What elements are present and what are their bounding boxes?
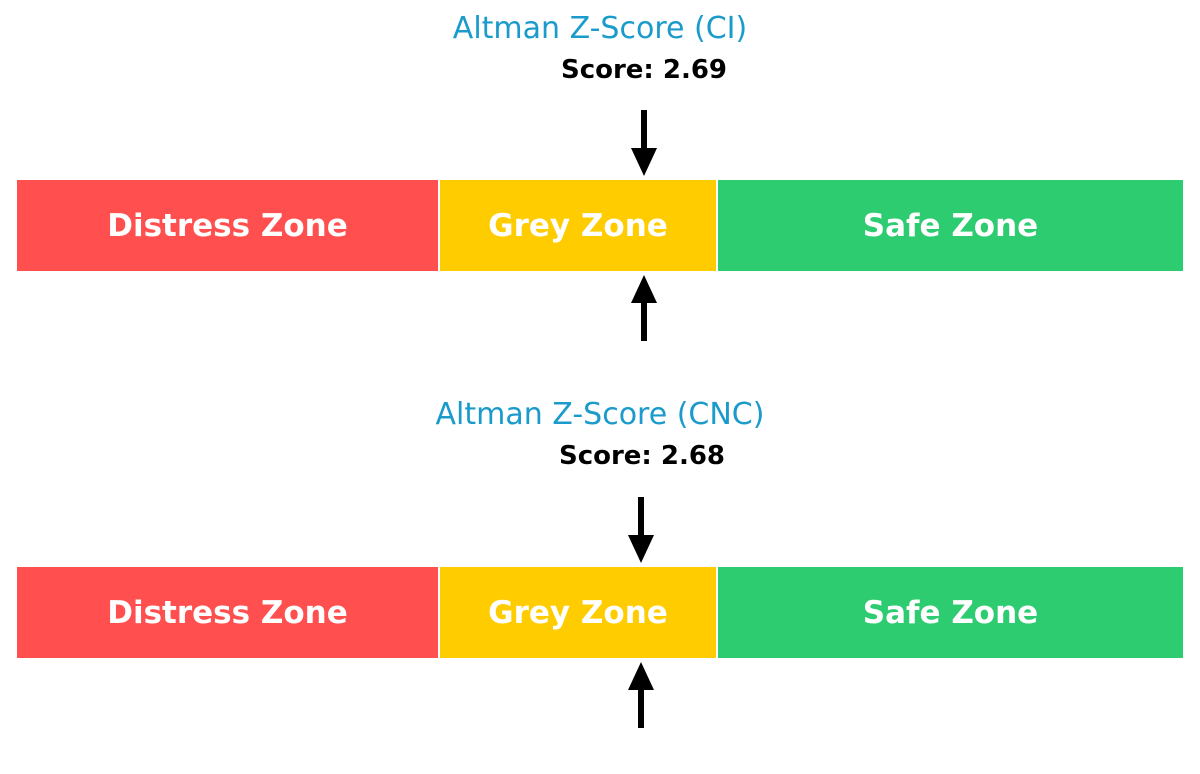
zone-bar: Distress Zone Grey Zone Safe Zone: [16, 179, 1184, 272]
score-label: Score: 2.68: [558, 441, 726, 471]
arrow-down-icon: [626, 497, 656, 563]
gauge-title: Altman Z-Score (CI): [452, 11, 748, 46]
safe-zone: Safe Zone: [717, 566, 1184, 659]
safe-zone: Safe Zone: [717, 179, 1184, 272]
arrow-up-icon: [629, 275, 659, 341]
distress-zone: Distress Zone: [16, 179, 439, 272]
score-label: Score: 2.69: [560, 55, 728, 85]
zone-bar: Distress Zone Grey Zone Safe Zone: [16, 566, 1184, 659]
arrow-down-icon: [629, 110, 659, 176]
gauge-ci: Altman Z-Score (CI) Score: 2.69 Distress…: [16, 11, 1184, 341]
grey-zone: Grey Zone: [439, 566, 717, 659]
arrow-up-icon: [626, 662, 656, 728]
gauge-title: Altman Z-Score (CNC): [435, 397, 765, 432]
distress-zone: Distress Zone: [16, 566, 439, 659]
gauge-cnc: Altman Z-Score (CNC) Score: 2.68 Distres…: [0, 387, 1200, 774]
grey-zone: Grey Zone: [439, 179, 717, 272]
